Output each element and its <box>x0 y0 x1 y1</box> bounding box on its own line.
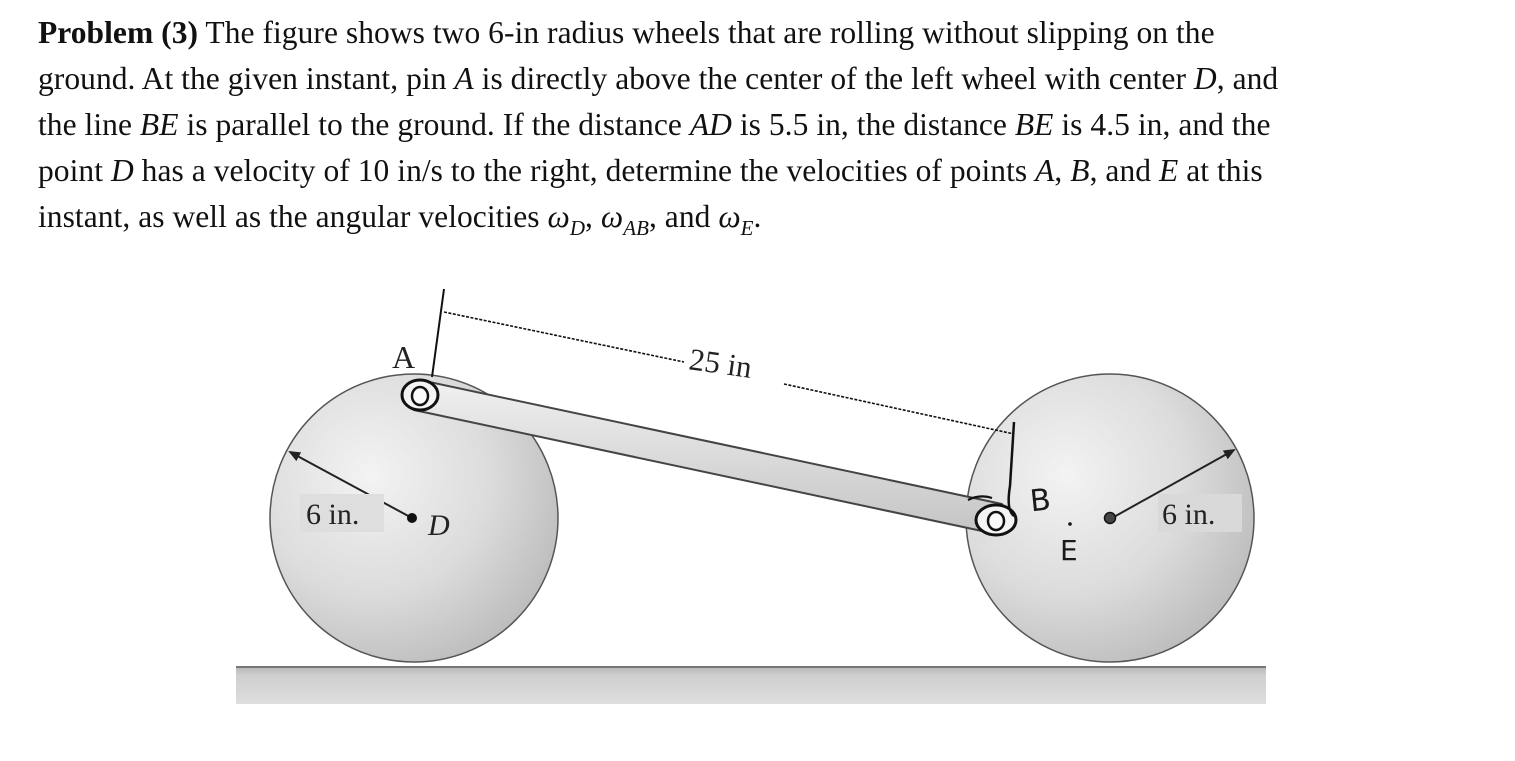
problem-text: is 5.5 in, the distance <box>731 107 1015 142</box>
label-d: D <box>427 509 450 542</box>
problem-heading: Problem (3) <box>38 15 199 50</box>
problem-text: is directly above the center of the left… <box>473 61 1194 96</box>
dimension-extension-a <box>431 288 445 378</box>
pin-a <box>400 378 440 412</box>
left-radius-label: 6 in. <box>306 498 359 531</box>
line-ref: AD <box>689 107 732 142</box>
point-ref: A <box>454 61 474 96</box>
problem-text: at this <box>1178 153 1263 188</box>
problem-statement: Problem (3) The figure shows two 6-in ra… <box>38 10 1478 240</box>
left-radius-arrow <box>288 451 413 519</box>
omega-symbol: ω <box>718 199 741 234</box>
point-ref: B <box>1070 153 1090 188</box>
period: . <box>753 199 762 234</box>
separator: , <box>585 199 601 234</box>
ground <box>236 666 1266 704</box>
label-a: A <box>392 339 415 375</box>
problem-text: ground. At the given instant, pin <box>38 61 455 96</box>
problem-text: is 4.5 in, and the <box>1053 107 1271 142</box>
problem-text: , and <box>1089 153 1159 188</box>
dimension-line-left <box>443 311 685 363</box>
omega-subscript: E <box>740 216 754 240</box>
omega-subscript: D <box>569 216 586 240</box>
problem-line-4: point D has a velocity of 10 in/s to the… <box>38 148 1478 194</box>
omega-symbol: ω <box>547 199 570 234</box>
problem-line-5: instant, as well as the angular velociti… <box>38 194 1478 240</box>
problem-text: The figure shows two 6-in radius wheels … <box>205 15 1215 50</box>
point-ref: E <box>1158 153 1179 188</box>
dimension-label-25in: 25 in <box>687 341 755 384</box>
separator: , and <box>648 199 719 234</box>
left-radius-label-bg <box>300 494 384 532</box>
problem-line-3: the line BE is parallel to the ground. I… <box>38 102 1478 148</box>
problem-text: the line <box>38 107 140 142</box>
line-ref: BE <box>1014 107 1054 142</box>
problem-text: f points <box>931 153 1036 188</box>
omega-symbol: ω <box>600 199 624 234</box>
point-ref: A <box>1035 153 1055 188</box>
problem-text: point <box>38 153 111 188</box>
right-radius-label: 6 in. <box>1162 498 1215 531</box>
right-radius-arrow <box>1111 449 1236 519</box>
omega-subscript: AB <box>623 216 649 240</box>
problem-text: is parallel to the ground. If the distan… <box>178 107 690 142</box>
pin-b <box>967 421 1018 537</box>
label-e-handwritten: E <box>1060 534 1078 567</box>
label-b-handwritten: B <box>1028 482 1052 519</box>
center-e-point <box>1103 511 1117 525</box>
point-ref: D <box>110 153 134 188</box>
center-d-point <box>407 513 417 523</box>
problem-text: instant, as well as the angular velociti… <box>38 199 548 234</box>
problem-line-2: ground. At the given instant, pin A is d… <box>38 56 1478 102</box>
problem-text: o <box>915 153 932 188</box>
problem-line-1: Problem (3) The figure shows two 6-in ra… <box>38 10 1478 56</box>
dimension-line-right <box>783 383 1015 435</box>
line-ref: BE <box>139 107 179 142</box>
problem-text: , and <box>1216 61 1279 96</box>
point-ref: D <box>1193 61 1217 96</box>
problem-text: , <box>1054 153 1071 188</box>
e-dot-mark <box>1068 522 1072 526</box>
problem-text: has a velocity of 10 in/s to the right, … <box>133 153 916 188</box>
right-radius-label-bg <box>1158 494 1242 532</box>
